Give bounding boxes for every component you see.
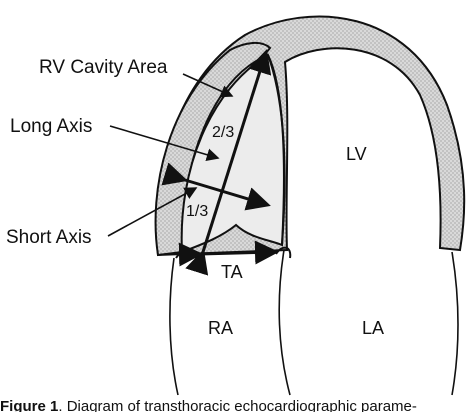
upper-fraction-label: 2/3 [212, 124, 234, 141]
la-label: LA [362, 318, 384, 338]
figure-caption-text: Diagram of transthoracic echocardiograph… [66, 398, 417, 412]
lv-label: LV [346, 144, 367, 164]
figure-caption: Figure 1. Diagram of transthoracic echoc… [0, 396, 474, 412]
right-atrium-outline [169, 257, 179, 396]
ta-label: TA [221, 262, 243, 282]
short-axis-pointer [107, 187, 198, 237]
short-axis-label: Short Axis [6, 227, 92, 248]
ta-arrow [178, 240, 279, 267]
long-axis-label: Long Axis [10, 116, 92, 137]
long-axis-arrow [185, 49, 272, 276]
long-axis-pointer [109, 125, 220, 161]
rv-cavity-pointer [182, 73, 234, 98]
lower-fraction-label: 1/3 [186, 203, 208, 220]
ra-label: RA [208, 318, 233, 338]
figure-caption-prefix: Figure 1 [0, 398, 59, 412]
interatrial-septum [278, 249, 291, 396]
left-atrium-outline [451, 251, 459, 396]
short-axis-arrow [161, 162, 271, 211]
septum [267, 54, 286, 246]
rv-cavity-area-label: RV Cavity Area [39, 57, 168, 78]
